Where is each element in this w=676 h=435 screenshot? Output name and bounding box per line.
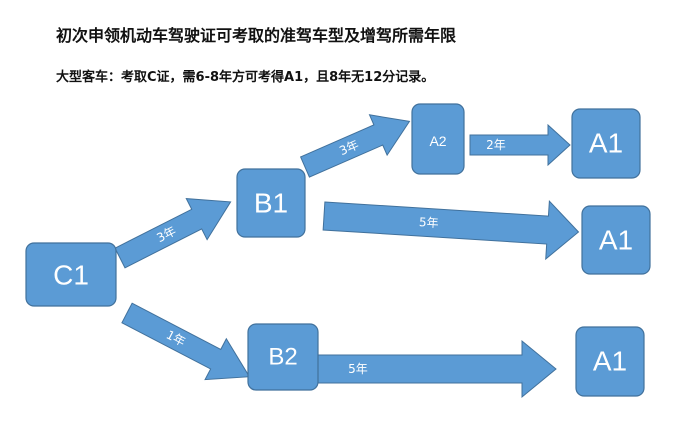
node-label-a1-mid: A1: [599, 225, 633, 256]
diagram-subtitle: 大型客车：考取C证，需6-8年方可考得A1，且8年无12分记录。: [56, 70, 435, 85]
arrow-b1-a1: 5年: [322, 199, 580, 261]
node-b2: B2: [247, 323, 319, 391]
arrow-a2-a1: 2年: [469, 123, 571, 167]
node-b1: B1: [236, 168, 306, 238]
arrow-c1-b2: 1年: [121, 302, 251, 381]
arrow-b2-a1: 5年: [317, 339, 557, 399]
arrow-label-a2-a1: 2年: [486, 138, 506, 152]
arrow-b1-a2: 3年: [299, 114, 411, 178]
node-label-c1: C1: [53, 260, 89, 291]
node-c1: C1: [25, 242, 117, 307]
node-label-b2: B2: [268, 344, 297, 371]
node-a1-mid: A1: [581, 205, 651, 275]
arrow-c1-b1: 3年: [114, 198, 232, 269]
node-a2: A2: [411, 103, 465, 175]
node-label-b1: B1: [254, 188, 288, 219]
diagram-title: 初次申领机动车驾驶证可考取的准驾车型及增驾所需年限: [56, 26, 457, 45]
node-a1-top: A1: [571, 108, 641, 179]
node-label-a1-bottom: A1: [593, 346, 627, 377]
node-label-a2: A2: [429, 133, 446, 149]
arrow-label-b1-a1: 5年: [419, 215, 439, 230]
node-label-a1-top: A1: [589, 128, 623, 159]
arrow-label-b2-a1: 5年: [348, 362, 368, 376]
node-a1-bottom: A1: [575, 326, 645, 397]
